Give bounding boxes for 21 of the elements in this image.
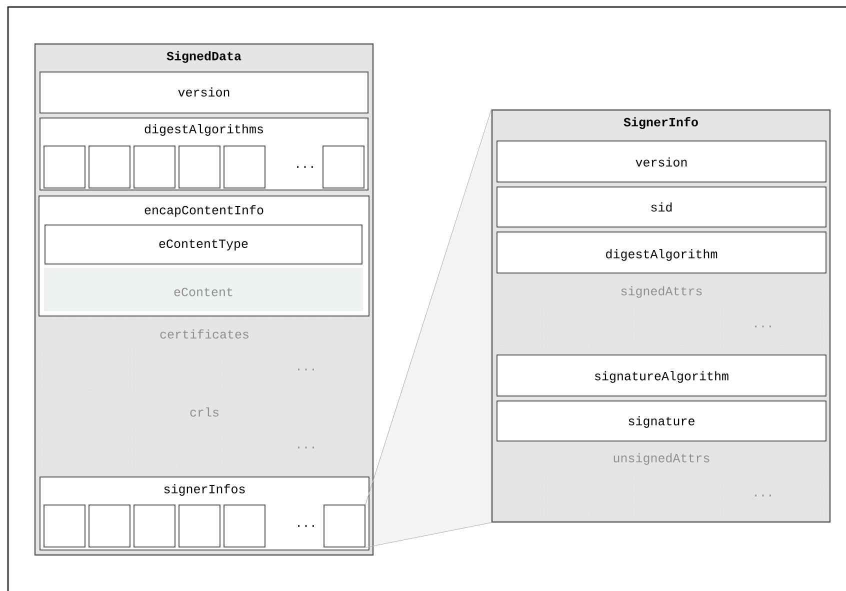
element-box: [224, 146, 266, 188]
field-box: eContentType: [44, 224, 362, 264]
element-box: [88, 146, 130, 188]
field-box: signature: [496, 400, 826, 442]
field-box: sid: [496, 186, 826, 228]
element-box: [178, 504, 220, 548]
field-box: digestAlgorithm: [496, 232, 826, 274]
element-box: [324, 504, 366, 548]
optional-field-box: eContent: [44, 268, 364, 312]
field-box: version: [496, 140, 826, 182]
element-box: [134, 504, 176, 548]
field-box: version: [40, 72, 368, 114]
projection-line: [365, 522, 492, 548]
element-box: [44, 146, 86, 188]
element-box: [224, 504, 266, 548]
element-box: [134, 146, 176, 188]
element-box: [44, 504, 86, 548]
element-box: [88, 504, 130, 548]
element-box: [178, 146, 220, 188]
element-box: [322, 146, 364, 188]
field-box: signatureAlgorithm: [496, 354, 826, 396]
